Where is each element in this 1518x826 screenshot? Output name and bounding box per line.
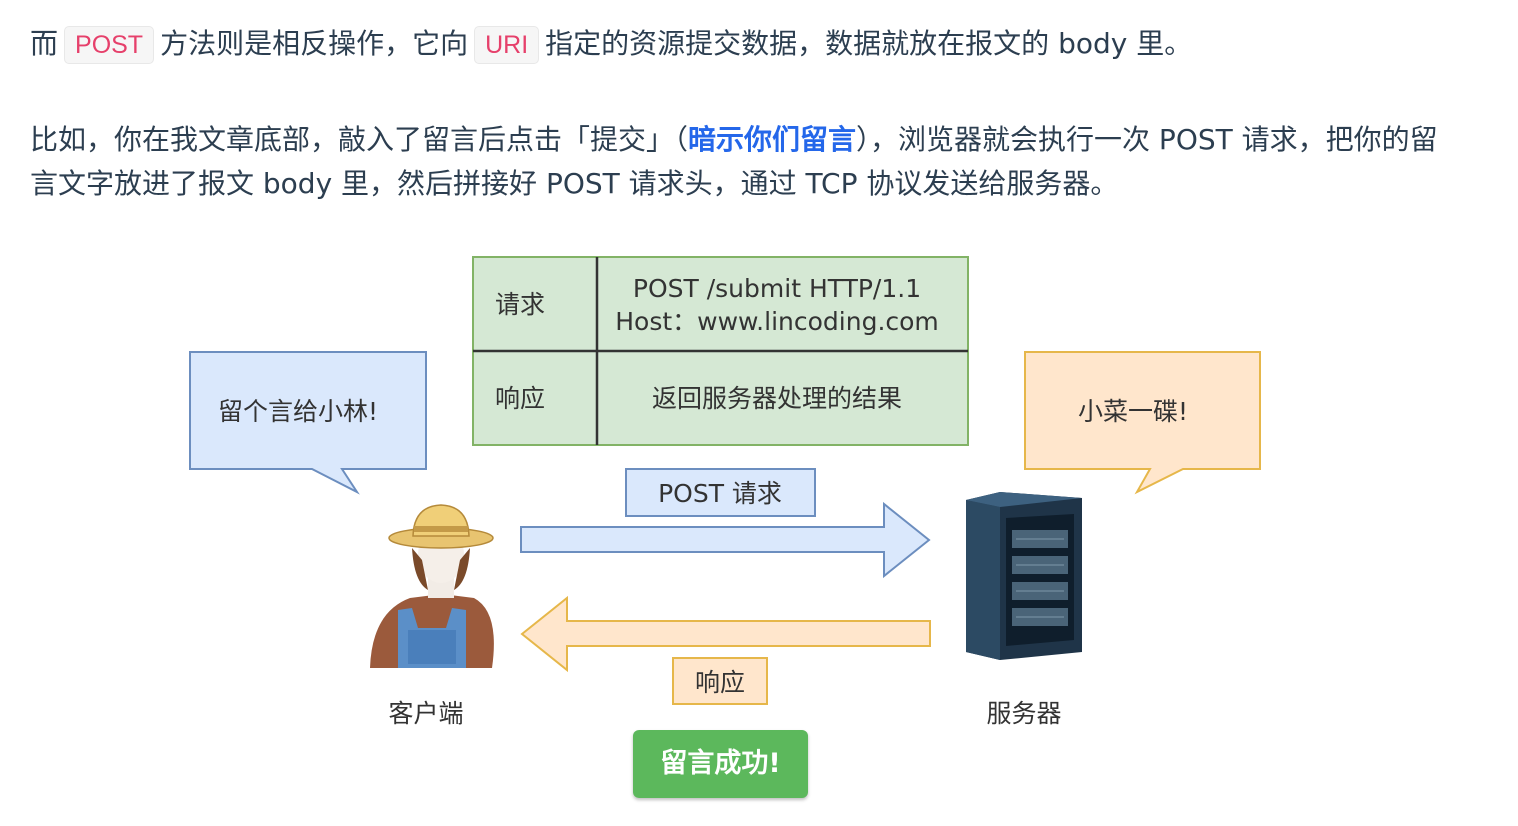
inline-code-post: POST (64, 26, 155, 64)
post-request-label-box: POST 请求 (625, 468, 816, 517)
response-label: 响应 (695, 668, 745, 697)
response-arrow-icon (520, 595, 931, 673)
table-request-line2: Host：www.lincoding.com (615, 307, 939, 336)
client-user-icon (370, 504, 494, 668)
post-request-label: POST 请求 (658, 479, 782, 508)
text-part2: ），浏览器就会执行一次 POST 请求，把你的留言文字放进了报文 body 里，… (30, 123, 1438, 200)
server-rack-icon (966, 492, 1082, 660)
table-request-line1: POST /submit HTTP/1.1 (633, 274, 921, 303)
server-caption: 服务器 (986, 699, 1061, 728)
text-suffix: 指定的资源提交数据，数据就放在报文的 body 里。 (545, 27, 1193, 60)
table-response-value: 返回服务器处理的结果 (652, 384, 902, 413)
table-request-label: 请求 (495, 290, 545, 319)
client-bubble-text: 留个言给小林! (218, 397, 378, 426)
text-mid: 方法则是相反操作，它向 (160, 27, 469, 60)
client-caption: 客户端 (388, 699, 463, 728)
comment-success-button: 留言成功! (633, 730, 808, 798)
server-bubble-text: 小菜一碟! (1078, 397, 1188, 426)
inline-code-uri: URI (474, 26, 540, 64)
request-arrow-icon (520, 501, 931, 579)
client-speech-bubble: 留个言给小林! (189, 351, 427, 495)
server-speech-bubble: 小菜一碟! (1024, 351, 1261, 495)
response-label-box: 响应 (672, 657, 768, 705)
link-hint-comment[interactable]: 暗示你们留言 (688, 123, 857, 156)
table-response-label: 响应 (495, 384, 545, 413)
text-prefix: 而 (30, 27, 59, 60)
http-table: 请求 POST /submit HTTP/1.1 Host：www.lincod… (472, 256, 969, 446)
paragraph-example: 比如，你在我文章底部，敲入了留言后点击「提交」（暗示你们留言），浏览器就会执行一… (30, 118, 1450, 206)
text-part1: 比如，你在我文章底部，敲入了留言后点击「提交」（ (30, 123, 689, 156)
